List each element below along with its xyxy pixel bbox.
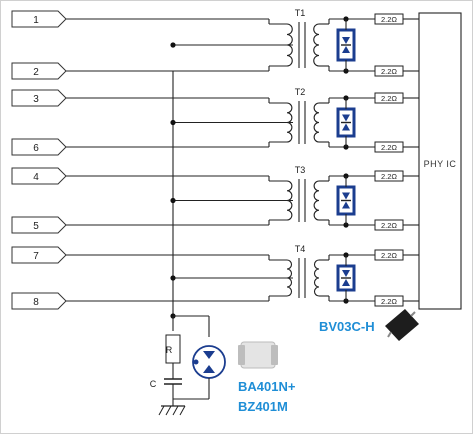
port-label: 7 (33, 251, 39, 262)
port-7: 7 (11, 246, 67, 264)
diode-icon (342, 46, 350, 53)
tvs-diode-array (336, 255, 356, 301)
channel-3: T3 2.2Ω 2.2Ω (66, 165, 419, 231)
gdt-electrode-bottom (203, 365, 215, 373)
phy-ic-label: PHY IC (424, 159, 457, 169)
port-5: 5 (11, 216, 67, 234)
secondary-winding (313, 102, 320, 143)
transformer-label: T3 (295, 165, 306, 175)
resistor-value: 2.2Ω (381, 143, 397, 152)
gdt-part-label-2: BZ401M (238, 399, 288, 414)
port-label: 8 (33, 297, 39, 308)
ground-hatch (179, 405, 186, 416)
gdt-package-body (240, 341, 276, 369)
port-label: 6 (33, 143, 39, 154)
gdt-part-label-1: BA401N+ (238, 379, 296, 394)
channel-2: T2 2.2Ω 2.2Ω (66, 87, 419, 153)
tvs-part-label: BV03C-H (319, 319, 375, 334)
ground-icon (158, 399, 186, 416)
diode-icon (342, 37, 350, 44)
tvs-diode-array (336, 19, 356, 71)
series-resistor: 2.2Ω (374, 170, 419, 182)
diode-icon (342, 279, 350, 286)
tvs-package-image (385, 309, 419, 341)
series-resistor: 2.2Ω (374, 219, 419, 231)
gdt-dot (193, 359, 199, 365)
port-3: 3 (11, 89, 67, 107)
junction-dot (170, 275, 176, 281)
sot-package-body (385, 309, 419, 341)
port-connector-shape (11, 62, 67, 80)
port-label: 4 (33, 172, 39, 183)
port-connector-shape (11, 138, 67, 156)
port-2: 2 (11, 62, 67, 80)
port-connector-shape (11, 10, 67, 28)
transformer-label: T4 (295, 244, 306, 254)
tvs-diode-array (336, 98, 356, 147)
channel-4: T4 2.2Ω 2.2Ω (66, 244, 419, 307)
ground-hatch (165, 405, 172, 416)
transformer-label: T2 (295, 87, 306, 97)
resistor-value: 2.2Ω (381, 94, 397, 103)
junction-dot (170, 42, 176, 48)
gdt-package-cap (238, 345, 245, 365)
capacitor-c-label: C (150, 379, 157, 389)
diode-icon (342, 192, 350, 200)
series-resistor: 2.2Ω (374, 92, 419, 104)
resistor-value: 2.2Ω (381, 221, 397, 230)
port-connector-shape (11, 292, 67, 310)
diode-icon (342, 114, 350, 122)
sot-lead (387, 331, 392, 338)
phy-ic-box (418, 12, 462, 310)
resistor-value: 2.2Ω (381, 172, 397, 181)
secondary-winding (313, 259, 320, 297)
port-4: 4 (11, 167, 67, 185)
port-connector-shape (11, 89, 67, 107)
port-1: 1 (11, 10, 67, 28)
secondary-winding (313, 23, 320, 67)
resistor-r-label: R (166, 345, 173, 355)
gas-discharge-tube (192, 345, 226, 379)
port-connector-shape (11, 167, 67, 185)
tvs-diode-array (336, 176, 356, 225)
resistor-value: 2.2Ω (381, 67, 397, 76)
series-resistor: 2.2Ω (374, 65, 419, 77)
series-resistor: 2.2Ω (374, 295, 419, 307)
port-label: 5 (33, 221, 39, 232)
diode-icon (342, 123, 350, 131)
series-resistor: 2.2Ω (374, 141, 419, 153)
series-resistor: 2.2Ω (374, 13, 419, 25)
port-connector-shape (11, 216, 67, 234)
gdt-package-image (238, 341, 278, 369)
port-label: 2 (33, 67, 39, 78)
resistor-value: 2.2Ω (381, 251, 397, 260)
gdt-package-cap (271, 345, 278, 365)
ground-hatch (158, 405, 165, 416)
secondary-winding (313, 180, 320, 221)
ground-hatch (172, 405, 179, 416)
series-resistor: 2.2Ω (374, 249, 419, 261)
port-connector-shape (11, 246, 67, 264)
phy-ic-block: PHY IC (418, 12, 462, 310)
resistor-value: 2.2Ω (381, 297, 397, 306)
resistor-value: 2.2Ω (381, 15, 397, 24)
port-label: 3 (33, 94, 39, 105)
sot-lead (410, 311, 416, 317)
port-6: 6 (11, 138, 67, 156)
gdt-electrode-top (203, 351, 215, 359)
junction-dot (170, 197, 176, 204)
port-8: 8 (11, 292, 67, 310)
port-label: 1 (33, 15, 39, 26)
channel-1: T1 2.2Ω 2.2Ω (66, 8, 419, 77)
ground-network: RC (150, 313, 226, 416)
transformer-label: T1 (295, 8, 306, 18)
diode-icon (342, 270, 350, 277)
junction-dot (170, 119, 176, 126)
diode-icon (342, 201, 350, 209)
